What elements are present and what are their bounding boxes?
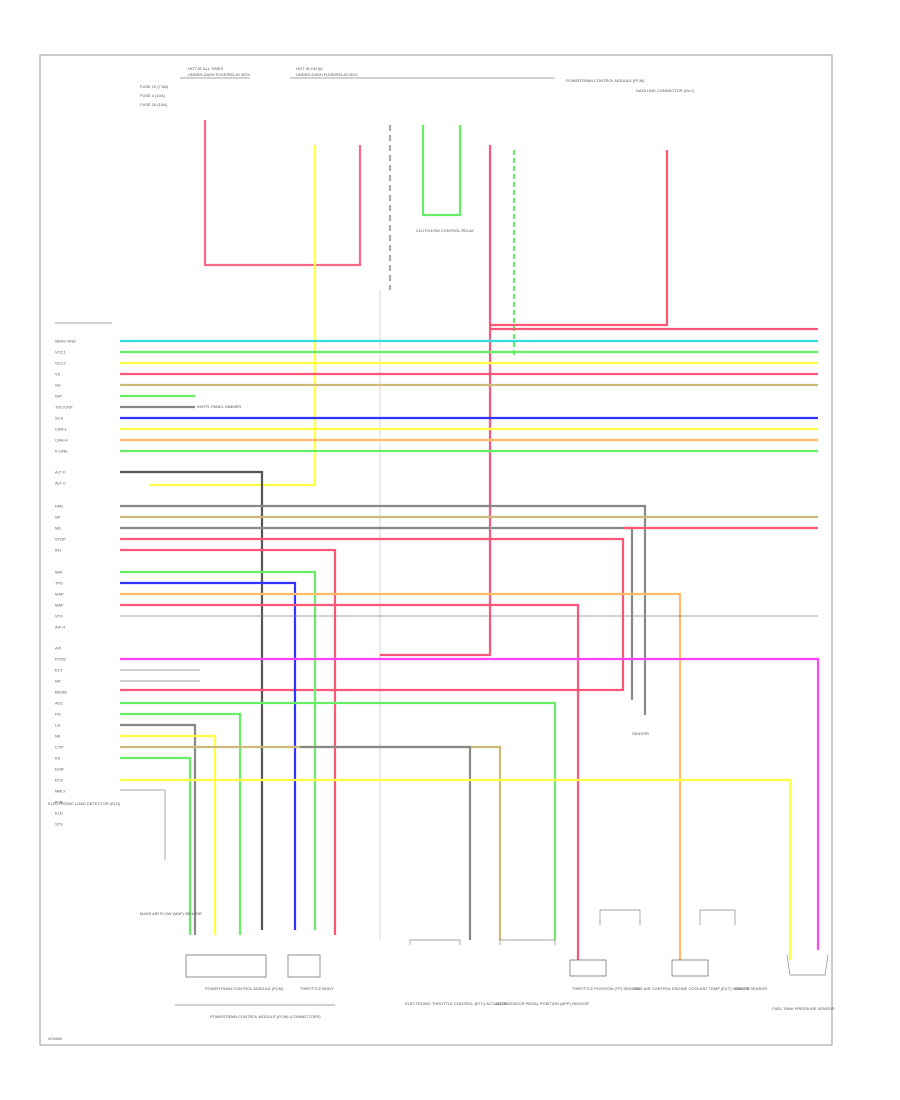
- pcm-top-label: POWERTRAIN CONTROL MODULE (PCM): [566, 78, 645, 83]
- component-tp: THROTTLE POSITION (TP) SENSOR: [572, 986, 640, 991]
- pin-label: MIL: [55, 526, 62, 531]
- pin-label: MAF: [55, 603, 64, 608]
- pin-label: FLR: [55, 800, 63, 805]
- pin-label: MAP: [55, 592, 64, 597]
- power-sub-mid: UNDER-DASH FUSE/RELAY BOX: [296, 72, 358, 77]
- pin-label: SCS: [55, 416, 64, 421]
- pin-label: ECT: [55, 668, 64, 673]
- power-source-mid: HOT IN ON (II) UNDER-DASH FUSE/RELAY BOX: [290, 66, 555, 79]
- power-header-left: HOT AT ALL TIMES: [188, 66, 223, 71]
- pin-label: PO2S: [55, 657, 66, 662]
- fuse-a-label: FUSE 10 (7.5A): [140, 84, 169, 89]
- component-iac: IDLE AIR CONTROL: [634, 986, 672, 991]
- pin-label: EGR: [55, 767, 64, 772]
- pin-label: IGP: [55, 394, 62, 399]
- pin-label: KS: [55, 756, 61, 761]
- power-header-mid: HOT IN ON (II): [296, 66, 323, 71]
- relay-label: CLUTCH/SW CONTROL RELAY: [416, 228, 475, 233]
- dlc-label: DATA LINK CONNECTOR (DLC): [636, 88, 695, 93]
- pin-label: K-LINE: [55, 449, 68, 454]
- component-sensor-mid: SENSOR: [632, 731, 649, 736]
- pin-label: TPS: [55, 581, 63, 586]
- pin-label: IMA: [55, 570, 62, 575]
- pin-label: STOP: [55, 537, 66, 542]
- pin-label: SENS GND: [55, 339, 76, 344]
- component-throttle-body: THROTTLE BODY: [300, 986, 334, 991]
- component-pcm: POWERTRAIN CONTROL MODULE (PCM): [205, 986, 284, 991]
- pin-label: PG: [55, 712, 61, 717]
- pin-label: NE: [55, 734, 61, 739]
- pin-label: CAN-H: [55, 438, 68, 443]
- pin-label: TDC/CKP: [55, 405, 73, 410]
- pin-label: CYP: [55, 745, 64, 750]
- pin-label: A/F: [55, 646, 62, 651]
- pin-label: LG: [55, 723, 60, 728]
- diagram-border: [39, 54, 833, 1046]
- pin-label: SP: [55, 515, 61, 520]
- pin-label: VCC1: [55, 350, 66, 355]
- fuse-b-label: FUSE 4 (10A): [140, 93, 166, 98]
- pin-label: A/F H: [55, 625, 65, 630]
- bottom-group-label: POWERTRAIN CONTROL MODULE (PCM) (CONNECT…: [210, 1014, 321, 1019]
- pin-label: ALT F: [55, 470, 66, 475]
- pin-label: ACC: [55, 701, 64, 706]
- power-source-left: HOT AT ALL TIMES UNDER-DASH FUSE/RELAY B…: [140, 66, 250, 107]
- pin-label: VTS: [55, 614, 63, 619]
- pin-label: INJ: [55, 548, 61, 553]
- pin-label: STS: [55, 822, 63, 827]
- power-sub-left: UNDER-DASH FUSE/RELAY BOX: [188, 72, 250, 77]
- component-ect: ENGINE COOLANT TEMP (ECT) SENSOR: [672, 986, 750, 991]
- component-app: ACCELERATOR PEDAL POSITION (APP) SENSOR: [495, 1001, 589, 1006]
- dimmer-label: INSTR. PANEL DIMMER: [197, 404, 241, 409]
- diagram-code: W06586: [48, 1037, 62, 1041]
- pin-label: IAT: [55, 679, 61, 684]
- pin-label: SG: [55, 383, 61, 388]
- pin-label: ELD: [55, 811, 63, 816]
- pin-label: VCC2: [55, 361, 66, 366]
- component-knock: KNOCK SENSOR: [735, 986, 767, 991]
- fuse-c-label: FUSE 18 (10A): [140, 102, 168, 107]
- top-wires: [150, 120, 669, 940]
- component-eld: ELECTRONIC LOAD DETECTOR (ELD): [48, 801, 121, 806]
- pin-label: BKSW: [55, 690, 67, 695]
- pin-label: CAN-L: [55, 427, 68, 432]
- pin-label: VS: [55, 372, 61, 377]
- pin-label: ETS: [55, 778, 63, 783]
- component-ftp: FUEL TANK PRESSURE SENSOR: [772, 1006, 835, 1011]
- component-etc: ELECTRONIC THROTTLE CONTROL (ETC) ACTUAT…: [405, 1001, 508, 1006]
- component-maf: MASS AIR FLOW (MAF) SENSOR: [140, 911, 202, 916]
- bottom-components: POWERTRAIN CONTROL MODULE (PCM) (CONNECT…: [48, 731, 835, 1019]
- pin-label: ALT C: [55, 481, 66, 486]
- bus-wires: [120, 327, 820, 960]
- pin-label: MRLY: [55, 789, 66, 794]
- pin-label: FAN: [55, 504, 63, 509]
